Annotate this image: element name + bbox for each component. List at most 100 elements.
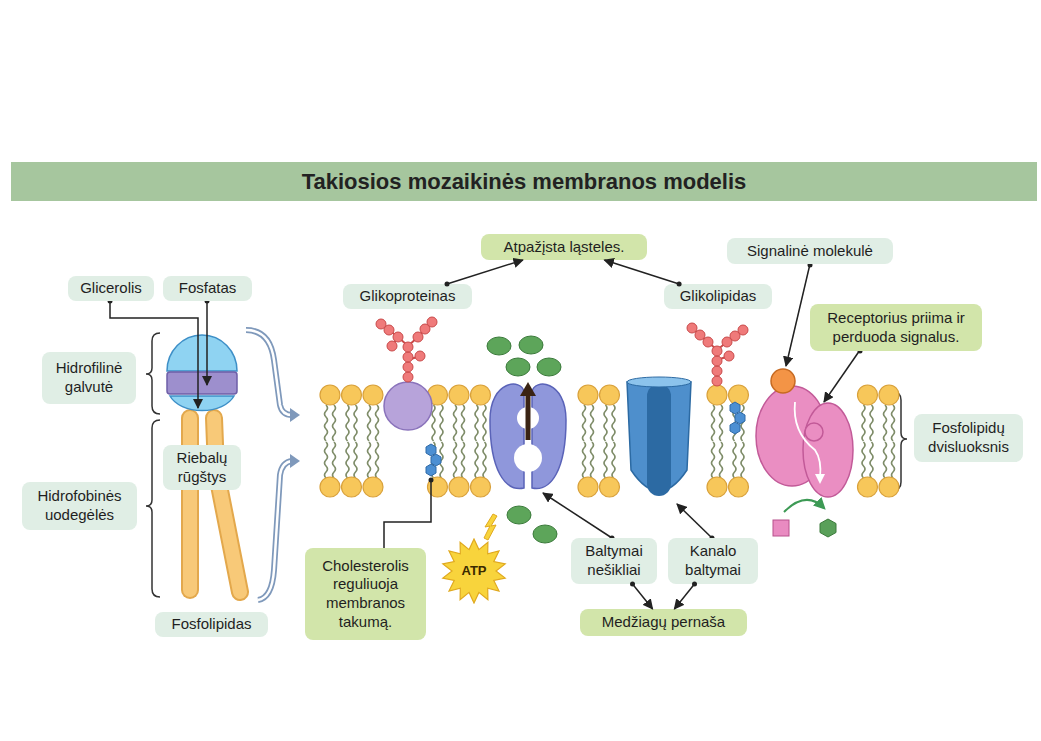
lipid-tail [612, 442, 615, 478]
key-idea-box: Cholesterolis reguliuoja membranos takum… [305, 548, 426, 640]
connector-dot [692, 582, 697, 587]
lipid-head [449, 477, 469, 497]
connector-dot [445, 282, 450, 287]
zoom-arrowhead [290, 454, 300, 468]
lipid-tail [483, 405, 486, 441]
node-text: ATP [461, 563, 486, 579]
lipid-head [342, 477, 362, 497]
glycoprotein [376, 317, 437, 430]
zoom-arrow-outline [246, 330, 292, 415]
lipid-tail [720, 442, 723, 478]
lipid-tail [475, 442, 478, 478]
connector-dot [630, 582, 635, 587]
label-box: Kanalo baltymai [668, 538, 758, 584]
label-box: Hidrofilinė galvutė [42, 352, 136, 404]
cholesterol-ring [735, 412, 745, 424]
lipid-head [879, 477, 899, 497]
node-text: Fosfolipidų dvisluoksnis [921, 419, 1016, 457]
lipid-head [471, 477, 491, 497]
node-text: Glikolipidas [680, 287, 757, 306]
transport-arrowhead [520, 382, 536, 396]
node-text: Hidrofobinės uodegėlės [29, 487, 130, 525]
glycerol-band [167, 372, 237, 394]
lipid-tail [884, 405, 887, 441]
connector-arrow [604, 260, 679, 284]
binding-site [514, 444, 542, 472]
signal-path [795, 402, 821, 478]
lipid-tail [454, 405, 457, 441]
lipid-tail [376, 405, 379, 441]
lipid-head [729, 385, 749, 405]
lipid-tail [870, 405, 873, 441]
energy-bolt [484, 514, 497, 540]
lipid-tail [325, 442, 328, 478]
sugar-bead [712, 376, 722, 386]
sugar-bead [712, 356, 722, 366]
receptor-leader [824, 350, 860, 402]
lipid-tail [604, 442, 607, 478]
lipid-tail [376, 442, 379, 478]
lipid-head [858, 385, 878, 405]
sugar-bead [703, 337, 713, 347]
lipid-tail [454, 442, 457, 478]
label-box: Fosfolipidas [155, 612, 268, 637]
sugar-bead [427, 317, 437, 327]
zoom-arrow-fill [246, 330, 292, 415]
lipid-tail [604, 405, 607, 441]
sugar-bead [403, 362, 413, 372]
lipid-tail [862, 405, 865, 441]
energy-starburst: ATP [441, 538, 507, 604]
sugar-bead [712, 366, 722, 376]
label-box: Glikolipidas [664, 284, 772, 309]
node-text: Glikoproteinas [360, 287, 456, 306]
channel-leader [677, 504, 712, 538]
sugar-bead [687, 323, 697, 333]
lipid-head [879, 385, 899, 405]
diagram-title: Takiosios mozaikinės membranos modelis [302, 169, 747, 195]
sugar-chain [687, 323, 748, 386]
molecule [537, 358, 561, 376]
lipid-head [600, 477, 620, 497]
channel-pore [647, 384, 671, 496]
lipid-head [707, 477, 727, 497]
channel-protein [627, 377, 691, 496]
key-idea-box: Atpažįsta ląsteles. [481, 234, 647, 260]
phosphate-leader [206, 300, 208, 385]
lipid-tail [333, 442, 336, 478]
lipid-head [729, 477, 749, 497]
signal-path-head [815, 474, 825, 484]
lipid-head [578, 385, 598, 405]
lipid-tail [432, 405, 435, 441]
head-lower-part [170, 396, 234, 411]
sugar-bead [695, 330, 705, 340]
lipid-tail [462, 442, 465, 478]
sugar-bead [413, 332, 423, 342]
product-hexagon [820, 519, 836, 537]
lipid-tail [354, 405, 357, 441]
lipid-head [320, 477, 340, 497]
substrate-square [773, 520, 789, 536]
node-text: Hidrofilinė galvutė [49, 359, 129, 397]
receptor-site [805, 423, 823, 441]
lipid-tail [591, 442, 594, 478]
cholesterol-ring [431, 454, 441, 466]
sugar-bead [415, 351, 425, 361]
molecule [506, 358, 530, 376]
node-text: Medžiagų pernaša [602, 613, 725, 632]
connector-arrow [447, 260, 523, 284]
sugar-bead [387, 341, 397, 351]
lipid-head [342, 385, 362, 405]
cholesterol-ring [730, 422, 740, 434]
tail-brace [146, 420, 160, 597]
signal-molecule [771, 369, 795, 393]
molecule [487, 337, 511, 355]
lipid-tail [712, 405, 715, 441]
molecule [533, 525, 557, 543]
lipid-head [320, 385, 340, 405]
lipid-head [858, 477, 878, 497]
lipid-tail [333, 405, 336, 441]
label-box: Hidrofobinės uodegėlės [22, 482, 137, 530]
lipid-tail [346, 442, 349, 478]
sugar-bead [712, 346, 722, 356]
